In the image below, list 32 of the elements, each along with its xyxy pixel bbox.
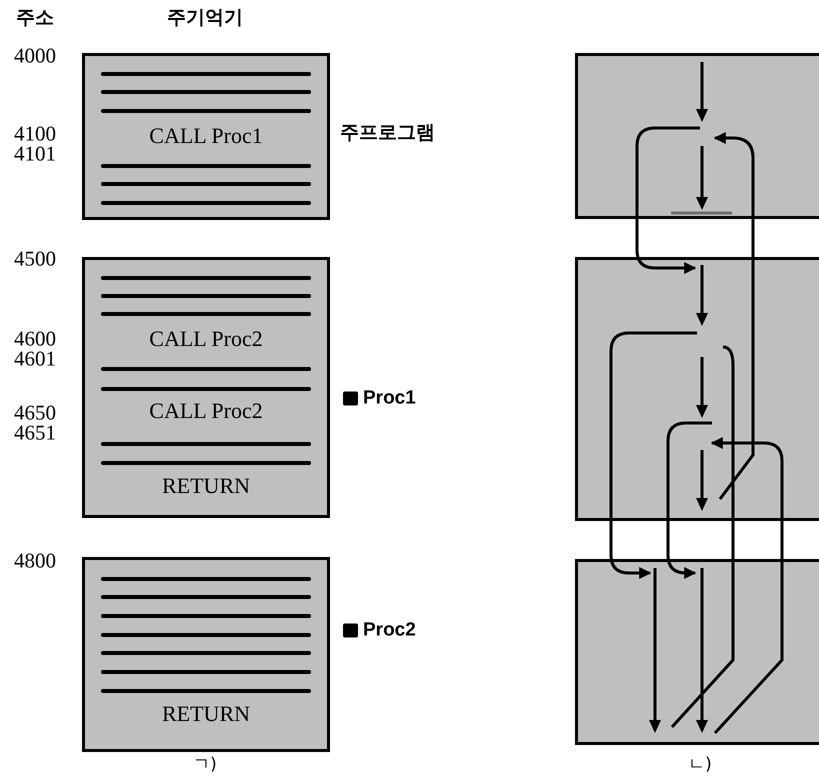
address-label: 4651 (13, 422, 57, 444)
call-return-arrow (610, 332, 697, 579)
instruction-text: RETURN (162, 475, 250, 497)
instruction-text: CALL Proc2 (149, 400, 263, 422)
address-label: 4800 (13, 550, 57, 572)
memory-block (575, 257, 819, 521)
address-label: 4601 (13, 348, 57, 370)
program-label: Proc1 (363, 388, 416, 408)
address-label: 4101 (13, 144, 57, 164)
instruction-text: RETURN (162, 703, 250, 725)
call-return-arrow (714, 132, 754, 500)
address-label: 4100 (13, 124, 57, 144)
instruction-text: CALL Proc1 (149, 125, 263, 147)
column-header: 주기억기 (166, 8, 244, 28)
address-label: 4500 (13, 248, 57, 270)
address-label: 4600 (13, 328, 57, 350)
figure-label: ㄱ) (192, 756, 218, 774)
program-label: 주프로그램 (340, 124, 435, 142)
figure-label: ㄴ) (687, 756, 713, 774)
call-return-arrow (666, 422, 712, 579)
call-return-arrow (710, 437, 784, 734)
address-label: 4650 (13, 402, 57, 424)
memory-block (82, 557, 330, 752)
program-label: Proc2 (363, 620, 416, 640)
column-header: 주소 (15, 8, 55, 28)
memory-block (82, 257, 330, 518)
address-label: 4000 (13, 46, 57, 66)
memory-block (575, 53, 819, 219)
call-return-arrow (636, 126, 700, 274)
memory-block (82, 53, 330, 220)
memory-block (575, 559, 819, 745)
instruction-text: CALL Proc2 (149, 328, 263, 350)
